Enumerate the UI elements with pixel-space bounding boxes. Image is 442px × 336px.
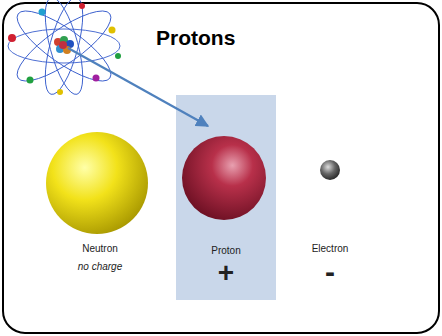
atom-icon <box>8 0 120 98</box>
particle-sphere <box>40 130 160 238</box>
particle-name: Neutron <box>40 243 160 255</box>
highlight-band <box>176 95 276 300</box>
charge-label: + <box>176 257 276 289</box>
sphere <box>182 136 266 220</box>
charge-label: no charge <box>40 261 160 273</box>
sphere <box>320 160 340 180</box>
pointer-arrow <box>68 48 208 126</box>
sphere <box>46 132 148 234</box>
atom-electrons <box>8 3 121 95</box>
particle-name: Electron <box>295 243 365 255</box>
electron-particle: Electron- <box>295 130 365 293</box>
neutron-particle: Neutron no charge <box>40 130 160 285</box>
proton-particle: Proton+ <box>176 95 276 300</box>
particle-sphere <box>295 130 365 184</box>
frame <box>3 3 439 333</box>
particle-sphere <box>176 95 276 224</box>
title: Protons <box>156 26 235 50</box>
atom-nucleus <box>54 36 74 54</box>
particle-name: Proton <box>176 245 276 257</box>
charge-label: - <box>295 255 365 290</box>
